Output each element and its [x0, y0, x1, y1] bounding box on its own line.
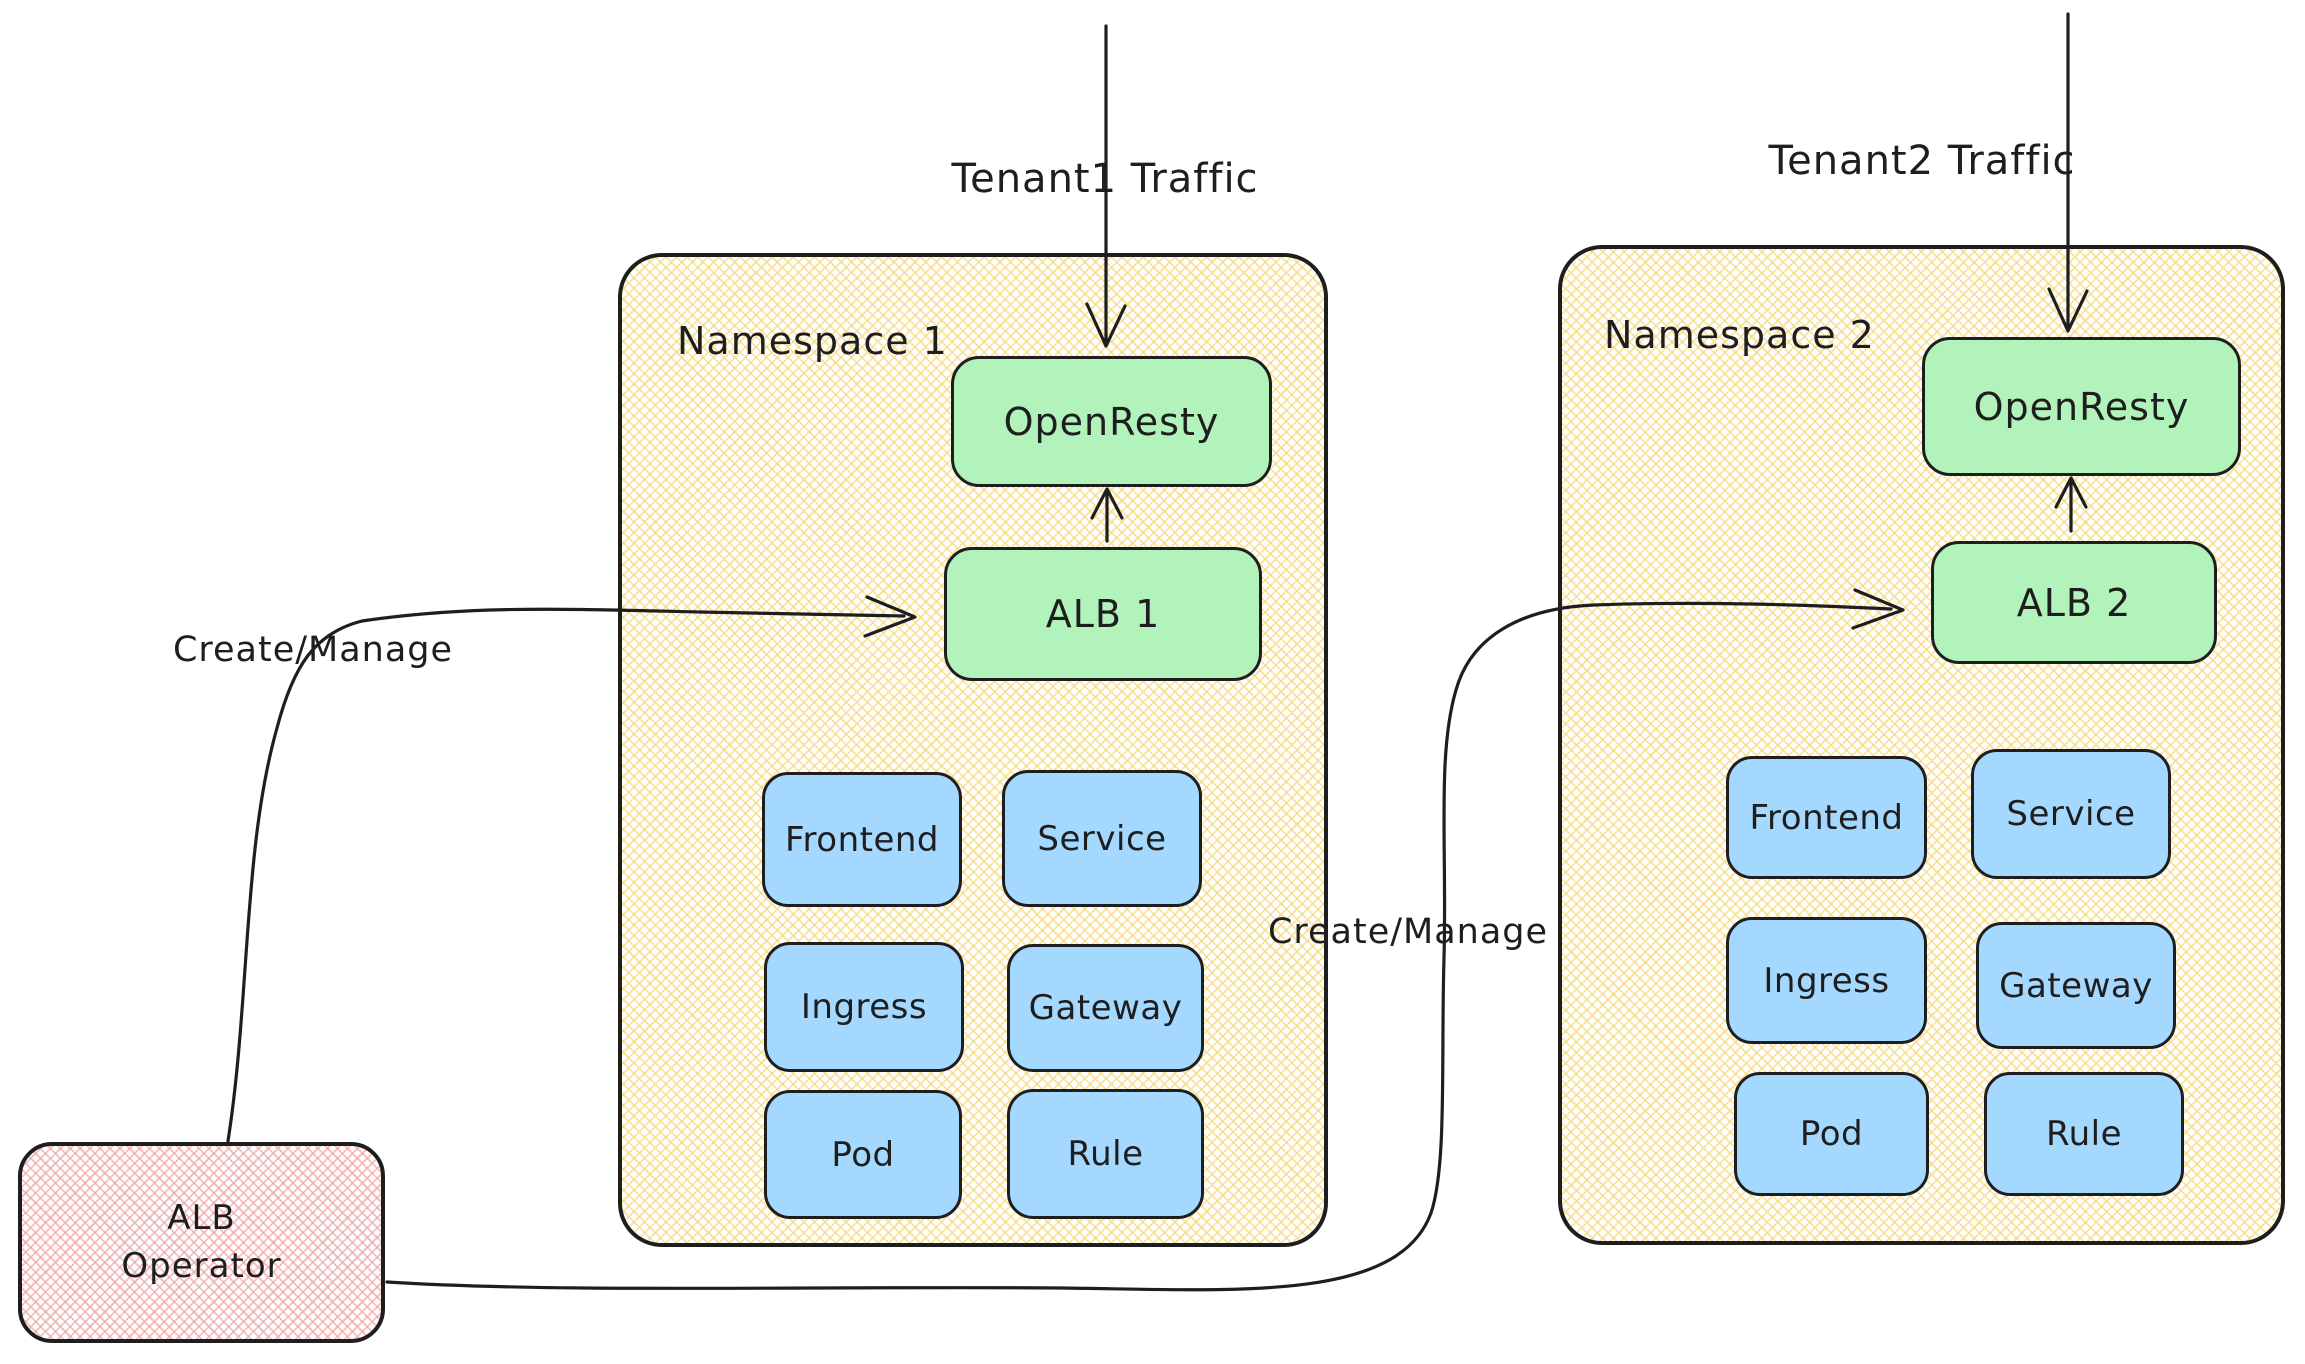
ns2-ingress-box: Ingress	[1726, 917, 1927, 1044]
create-manage-right-label: Create/Manage	[1267, 912, 1549, 952]
openresty-1-box: OpenResty	[951, 356, 1272, 487]
create-manage-left-label: Create/Manage	[172, 630, 454, 670]
alb-operator-label-line2: Operator	[121, 1245, 282, 1286]
ns1-pod-box: Pod	[764, 1090, 962, 1219]
alb-2-box: ALB 2	[1931, 541, 2217, 664]
ns1-ingress-box: Ingress	[764, 942, 964, 1072]
alb-operator-label-line1: ALB	[167, 1197, 236, 1238]
alb-operator-box: ALB Operator	[18, 1142, 385, 1343]
ns2-service-box: Service	[1971, 749, 2171, 879]
ns2-frontend-box: Frontend	[1726, 756, 1927, 879]
namespace-2-title: Namespace 2	[1604, 313, 1875, 357]
ns2-rule-box: Rule	[1984, 1072, 2184, 1196]
ns1-gateway-box: Gateway	[1007, 944, 1204, 1072]
openresty-2-box: OpenResty	[1922, 337, 2241, 476]
namespace-1-box: Namespace 1 OpenResty ALB 1 Frontend Ser…	[618, 253, 1328, 1247]
ns2-gateway-box: Gateway	[1976, 922, 2176, 1049]
alb-1-box: ALB 1	[944, 547, 1262, 681]
tenant2-traffic-label: Tenant2 Traffic	[1768, 138, 2076, 184]
ns1-service-box: Service	[1002, 770, 1202, 907]
ns1-frontend-box: Frontend	[762, 772, 962, 907]
namespace-2-box: Namespace 2 OpenResty ALB 2 Frontend Ser…	[1558, 245, 2285, 1245]
namespace-1-title: Namespace 1	[677, 319, 948, 363]
ns1-rule-box: Rule	[1007, 1089, 1204, 1219]
ns2-pod-box: Pod	[1734, 1072, 1929, 1196]
tenant1-traffic-label: Tenant1 Traffic	[951, 156, 1259, 202]
